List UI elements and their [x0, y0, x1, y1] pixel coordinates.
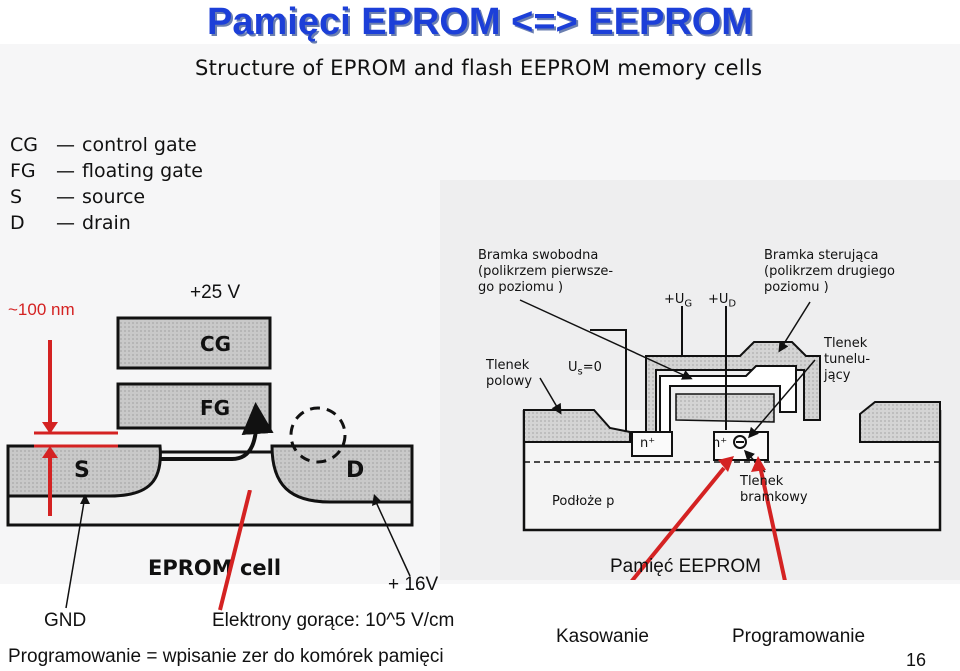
floating-gate-poly [659, 365, 797, 433]
program-arrow [758, 465, 787, 580]
us-label: Us=0 [568, 360, 602, 381]
ud-sub: D [728, 298, 737, 310]
field-oxide-right [859, 401, 941, 443]
drain-voltage-pointer-head [372, 494, 382, 506]
control-gate-line: Bramka sterująca [764, 248, 879, 263]
thickness-arrowhead [42, 422, 58, 434]
n-plus-label-left: n⁺ [640, 436, 656, 451]
legend-desc: control gate [82, 134, 197, 156]
legend-desc: drain [82, 212, 131, 234]
ud-label: +UD [708, 292, 736, 313]
ud-text: +U [708, 292, 729, 307]
eprom-cell-diagram [6, 316, 414, 527]
us-sub: s [577, 366, 583, 378]
tunnel-oxide-line: Tlenek [824, 336, 868, 351]
eeprom-caption: Pamięć EEPROM [610, 556, 761, 577]
eprom-caption: EPROM cell [148, 556, 282, 580]
floating-gate-line: (polikrzem pierwsze- [478, 264, 614, 279]
control-gate-label: Bramka sterująca (polikrzem drugiego poz… [764, 248, 895, 296]
n-plus-label-right: n⁺ [712, 436, 728, 451]
floating-gate-line: go poziomu ) [478, 280, 564, 295]
legend-desc: source [82, 186, 146, 208]
programming-definition: Programowanie = wpisanie zer do komórek … [8, 646, 444, 667]
us-value: =0 [582, 360, 602, 375]
slide-title: Pamięci EPROM <=> EEPROM [207, 1, 753, 43]
field-oxide-line: Tlenek [486, 358, 530, 373]
page-number: 16 [906, 650, 927, 670]
floating-gate-line: Bramka swobodna [478, 248, 599, 263]
control-gate-poly [645, 341, 821, 433]
legend-abbr: FG [10, 160, 36, 182]
eeprom-cell-diagram [519, 299, 942, 580]
pointer-line [539, 377, 562, 415]
control-gate-line: poziomu ) [764, 280, 829, 295]
us-lead [590, 329, 627, 432]
drain-voltage-label: + 16V [388, 574, 439, 595]
hot-electrons-arrow [218, 490, 252, 611]
floating-gate [116, 382, 272, 430]
drain-dashed-circle [289, 406, 347, 464]
field-oxide-label: Tlenek polowy [486, 358, 532, 390]
legend-abbr: S [10, 186, 23, 208]
hot-electrons-label: Elektrony gorące: 10^5 V/cm [212, 610, 455, 631]
gnd-pointer-head [80, 494, 90, 504]
substrate-label: Podłoże p [552, 494, 615, 509]
scan-title: Structure of EPROM and flash EEPROM memo… [195, 56, 763, 80]
program-arrowhead [751, 456, 766, 472]
tunnel-oxide-line: tunelu- [824, 352, 871, 367]
drain-label: D [346, 458, 365, 483]
eprom-label-pointers [65, 490, 411, 611]
program-label: Programowanie [732, 626, 866, 647]
gate-oxide-line: Tlenek [740, 474, 784, 489]
control-gate [116, 316, 272, 370]
pointer-line [748, 359, 816, 439]
legend-row: FG—floating gate [10, 160, 203, 182]
erase-arrowhead [718, 456, 734, 472]
fg-label: FG [200, 396, 231, 420]
legend-row: D—drain [10, 212, 131, 234]
ug-label: +UG [664, 292, 692, 313]
gate-oxide-label: Tlenek bramkowy [740, 474, 808, 506]
tunnel-oxide-line: jący [824, 368, 851, 383]
erase-arrow [630, 466, 726, 580]
control-gate-line: (polikrzem drugiego [764, 264, 895, 279]
gate-voltage-label: +25 V [190, 282, 241, 303]
legend-desc: floating gate [82, 160, 203, 182]
floating-gate-label: Bramka swobodna (polikrzem pierwsze- go … [478, 248, 613, 296]
ug-sub: G [684, 298, 693, 310]
source-label: S [74, 458, 90, 483]
pointer-line [778, 301, 811, 353]
us-text: U [568, 360, 578, 375]
ug-text: +U [664, 292, 685, 307]
drain-voltage-pointer [375, 501, 411, 577]
cg-label: CG [200, 332, 232, 356]
legend-abbr: CG [10, 134, 38, 156]
legend-row: CG—control gate [10, 134, 197, 156]
legend-abbr: D [10, 212, 25, 234]
pointer-line [519, 299, 693, 380]
field-oxide-line: polowy [486, 374, 533, 389]
gate-oxide-line: bramkowy [740, 490, 808, 505]
field-oxide-left [523, 409, 631, 443]
gnd-pointer [65, 501, 85, 609]
legend-row: S—source [10, 186, 146, 208]
tunnel-oxide-label: Tlenek tunelu- jący [824, 336, 870, 384]
electron-arrow [160, 402, 274, 461]
thickness-label: ~100 nm [8, 300, 75, 319]
thickness-arrowhead [42, 446, 58, 458]
erase-label: Kasowanie [556, 626, 649, 647]
gnd-label: GND [44, 610, 87, 631]
